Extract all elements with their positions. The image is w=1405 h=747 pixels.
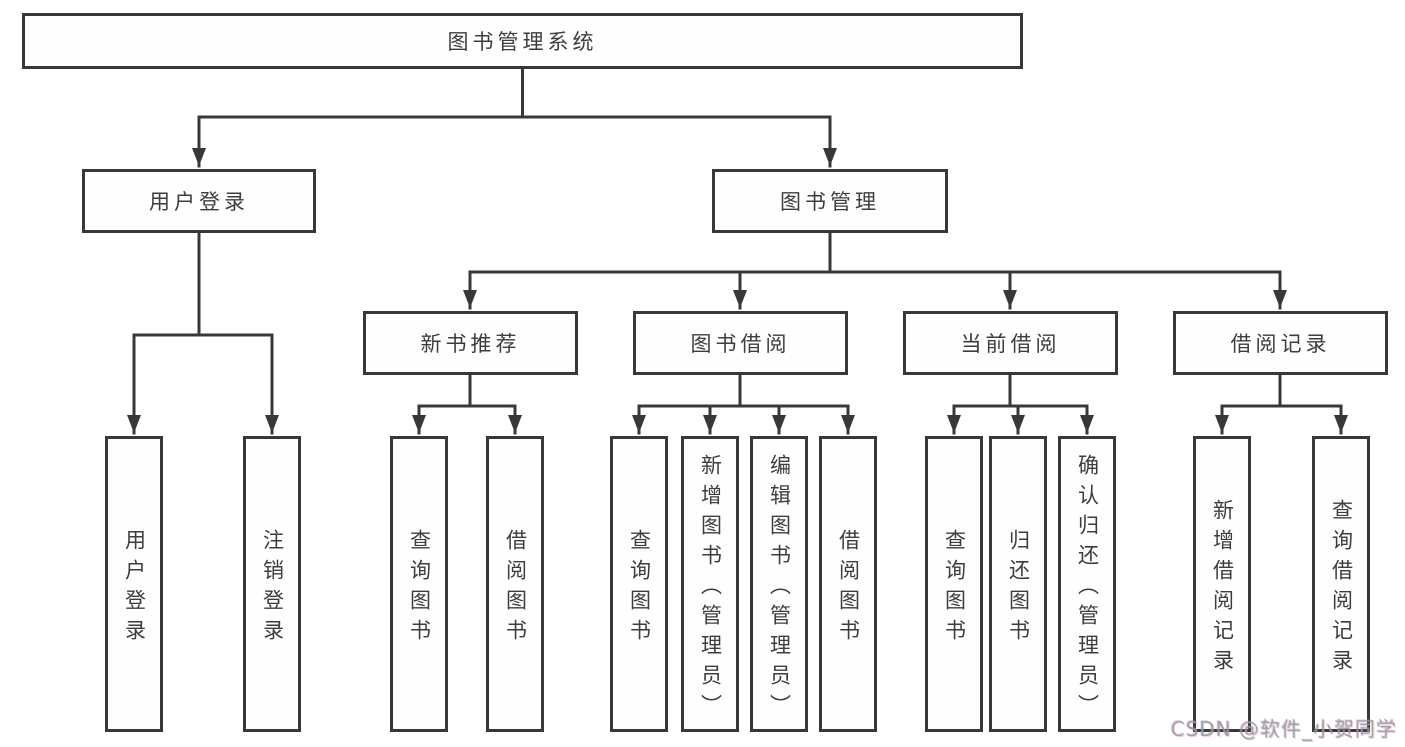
node-label: 编辑图书（管理员）	[767, 453, 792, 724]
node-label: 查询借阅记录	[1329, 498, 1354, 679]
node-label: 归还图书	[1006, 528, 1031, 649]
node-label: 借阅图书	[503, 528, 528, 649]
node-new-book-recommend: 新书推荐	[363, 311, 578, 375]
leaf-query-books: 查询图书	[925, 436, 983, 732]
node-label: 查询图书	[407, 528, 432, 649]
leaf-return-books: 归还图书	[989, 436, 1047, 732]
node-label: 新书推荐	[420, 332, 521, 356]
node-user-login: 用户登录	[82, 169, 316, 233]
node-label: 用户登录	[122, 528, 147, 649]
leaf-user-login: 用户登录	[105, 436, 163, 732]
node-label: 确认归还（管理员）	[1075, 453, 1100, 724]
leaf-borrow-books: 借阅图书	[486, 436, 544, 732]
leaf-add-books-admin: 新增图书（管理员）	[681, 436, 739, 732]
leaf-edit-books-admin: 编辑图书（管理员）	[750, 436, 808, 732]
node-book-management: 图书管理	[712, 169, 948, 233]
node-label: 用户登录	[149, 190, 249, 214]
node-label: 新增图书（管理员）	[698, 453, 723, 724]
watermark: CSDN @软件_小贺同学	[1170, 717, 1397, 741]
node-current-borrow: 当前借阅	[903, 311, 1118, 375]
node-label: 查询图书	[942, 528, 967, 649]
node-book-borrow: 图书借阅	[633, 311, 848, 375]
leaf-add-borrow-record: 新增借阅记录	[1193, 436, 1251, 732]
node-borrow-records: 借阅记录	[1173, 311, 1388, 375]
node-label: 当前借阅	[960, 332, 1061, 356]
leaf-logout: 注销登录	[243, 436, 301, 732]
node-label: 查询图书	[627, 528, 652, 649]
node-label: 借阅记录	[1230, 332, 1331, 356]
node-label: 新增借阅记录	[1210, 498, 1235, 679]
node-label: 图书管理系统	[447, 30, 598, 54]
leaf-query-books: 查询图书	[610, 436, 668, 732]
node-label: 图书管理	[780, 190, 880, 214]
node-label: 借阅图书	[836, 528, 861, 649]
leaf-confirm-return-admin: 确认归还（管理员）	[1058, 436, 1116, 732]
node-root-library-system: 图书管理系统	[22, 13, 1023, 69]
node-label: 图书借阅	[690, 332, 791, 356]
node-label: 注销登录	[260, 528, 285, 649]
leaf-borrow-books: 借阅图书	[819, 436, 877, 732]
leaf-query-books: 查询图书	[390, 436, 448, 732]
leaf-query-borrow-record: 查询借阅记录	[1312, 436, 1370, 732]
